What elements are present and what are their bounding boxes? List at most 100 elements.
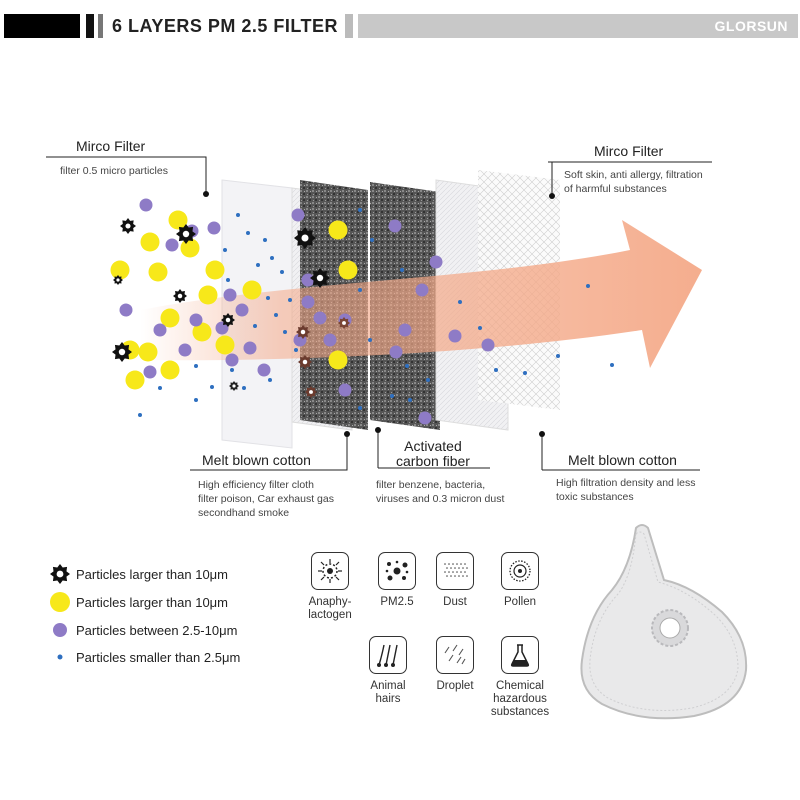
purple-particle [143,365,157,379]
desc-micro-filter-left: filter 0.5 micro particles [60,165,168,177]
blue-particle [280,270,284,274]
blue-particle [370,238,374,242]
purple-dot-icon [44,618,76,642]
gear-particle-icon [44,562,76,586]
blue-particle [230,368,234,372]
purple-particle [215,321,229,335]
header-black-block [4,14,80,38]
purple-particle [207,221,221,235]
yellow-particle [205,260,225,280]
pm25-icon [378,552,416,590]
brand-name: GLORSUN [714,18,788,34]
blue-particle [358,288,362,292]
blue-particle [408,398,412,402]
filter-pad-valve-hole [659,617,681,639]
blue-particle [253,324,257,328]
legend-item-purple: Particles between 2.5-10μm [44,618,304,642]
label-micro-filter-left: Mirco Filter [76,138,146,154]
blue-particle [494,368,498,372]
purple-particle [429,255,443,269]
blue-particle [400,268,404,272]
gear-particle [173,289,187,303]
purple-particle [415,283,429,297]
legend-item-gear: Particles larger than 10μm [44,562,304,586]
blue-particle [266,296,270,300]
icon-cell-droplet: Droplet [420,636,490,693]
header-divider-gray [98,14,103,38]
gear-particle [298,355,312,369]
blue-dot-icon [44,645,76,669]
yellow-particle [160,360,180,380]
purple-particle [291,208,305,222]
blue-particle [274,313,278,317]
page-title: 6 LAYERS PM 2.5 FILTER [112,16,339,36]
blue-particle [270,256,274,260]
leader-micro-filter-left [46,156,207,192]
blue-particle [288,298,292,302]
purple-particle [481,338,495,352]
purple-particle [178,343,192,357]
blue-particle [458,300,462,304]
blue-particle [226,278,230,282]
yellow-particle [180,238,200,258]
blue-particle [263,238,267,242]
blue-particle [194,398,198,402]
blue-particle [236,213,240,217]
label-activated-carbon: Activated carbon fiber [396,438,470,469]
blue-particle [556,354,560,358]
purple-particle [301,295,315,309]
blue-particle [405,364,409,368]
desc-micro-filter-right: Soft skin, anti allergy, filtration of h… [564,169,703,195]
blue-particle [426,378,430,382]
blue-particle [358,406,362,410]
desc-melt-blown-left: High efficiency filter cloth filter pois… [198,479,334,519]
blue-particle [610,363,614,367]
blue-particle [138,413,142,417]
icon-cell-pm25: PM2.5 [362,552,432,609]
filter-pad-image [580,524,748,720]
particle-group [110,198,614,425]
purple-particle [398,323,412,337]
blue-particle [158,386,162,390]
blue-particle [478,326,482,330]
yellow-particle [328,220,348,240]
yellow-particle [168,210,188,230]
purple-particle [165,238,179,252]
purple-particle [338,383,352,397]
gear-particle [296,325,310,339]
blue-particle [268,378,272,382]
purple-particle [223,288,237,302]
header-gray-band [358,14,798,38]
purple-particle [189,313,203,327]
chemical-flask-icon [501,636,539,674]
yellow-particle [140,232,160,252]
purple-particle [388,219,402,233]
gear-particle [113,275,123,285]
blue-particle [390,394,394,398]
blue-particle [210,385,214,389]
virus-icon [311,552,349,590]
purple-particle [119,303,133,317]
gear-particle [221,313,235,327]
gear-particle [338,317,350,329]
dust-icon [436,552,474,590]
gear-particle [310,268,330,288]
blue-particle [256,263,260,267]
header-divider-light [345,14,353,38]
blue-particle [368,338,372,342]
yellow-particle [198,285,218,305]
purple-particle [313,311,327,325]
yellow-particle [242,280,262,300]
purple-particle [235,303,249,317]
blue-particle [294,348,298,352]
yellow-particle [110,260,130,280]
animal-hair-icon [369,636,407,674]
yellow-particle [192,322,212,342]
yellow-dot-icon [44,590,76,614]
blue-particle [242,386,246,390]
gear-particle [229,381,239,391]
purple-particle [153,323,167,337]
legend-item-blue: Particles smaller than 2.5μm [44,645,304,669]
